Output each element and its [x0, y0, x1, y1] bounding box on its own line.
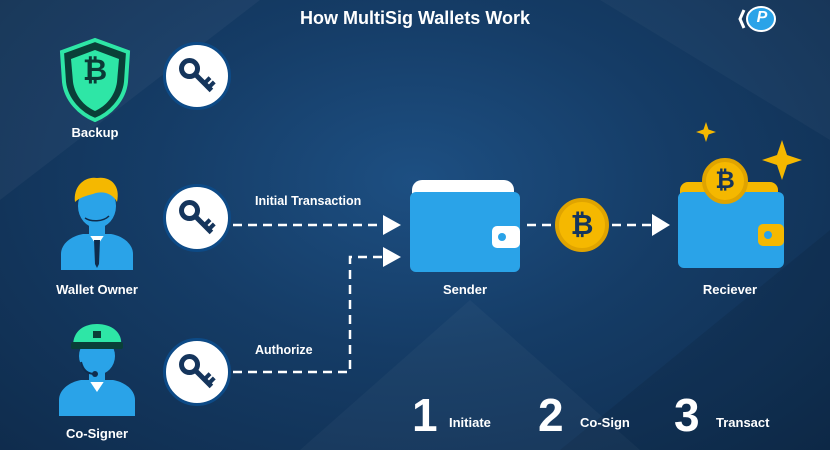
receiver-coin-icon: ₿	[702, 158, 748, 204]
sender-wallet-icon	[410, 180, 520, 272]
page-title: How MultiSig Wallets Work	[299, 8, 530, 28]
key-circle-wallet-owner	[163, 184, 231, 252]
wallet-label-sender: Sender	[442, 282, 488, 297]
logo-icon	[738, 6, 776, 32]
arrow-authorize	[233, 255, 383, 374]
role-label-co-signer: Co-Signer	[65, 426, 129, 441]
brand-logo: P	[736, 4, 782, 34]
sparkle-large-icon	[762, 140, 802, 180]
wallet-owner-person-icon	[61, 177, 133, 270]
step-label-transact: Transact	[716, 415, 770, 430]
flow-label-authorize: Authorize	[255, 343, 313, 357]
role-label-backup: Backup	[71, 125, 119, 140]
key-icon	[179, 58, 216, 93]
arrow-head-initial	[383, 215, 401, 235]
arrow-head-transfer	[652, 214, 670, 236]
shield-coin-symbol: ₿	[82, 54, 108, 87]
sparkle-small-icon	[696, 122, 716, 142]
logo-letter: P	[756, 9, 768, 26]
step-number-2: 2	[538, 389, 564, 441]
flow-label-initial-transaction: Initial Transaction	[255, 194, 362, 208]
key-icon	[179, 200, 216, 235]
shield-bitcoin-icon	[59, 37, 131, 123]
step-label-initiate: Initiate	[449, 415, 491, 430]
key-circle-co-signer	[163, 338, 231, 406]
step-number-3: 3	[674, 389, 700, 441]
arrow-head-authorize	[383, 247, 401, 267]
bitcoin-coin-icon: ₿	[555, 198, 609, 252]
co-signer-person-icon	[59, 324, 135, 416]
key-icon	[179, 354, 216, 389]
step-number-1: 1	[412, 389, 438, 441]
key-circle-backup	[163, 42, 231, 110]
role-label-wallet-owner: Wallet Owner	[56, 282, 138, 297]
step-label-co-sign: Co-Sign	[580, 415, 630, 430]
wallet-label-receiver: Reciever	[702, 282, 758, 297]
receiver-wallet-icon	[678, 182, 784, 268]
